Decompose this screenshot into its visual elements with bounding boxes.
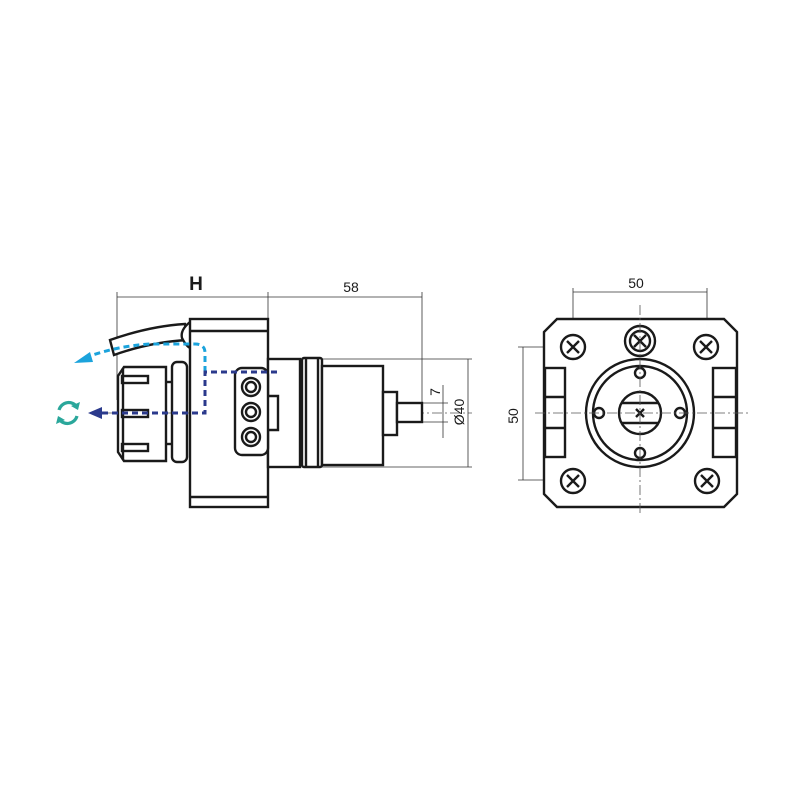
front-view: 50 50 bbox=[505, 275, 748, 514]
dim-height-label: 50 bbox=[505, 408, 521, 424]
coolant-arrow-internal bbox=[88, 407, 102, 419]
coolant-arrow-external bbox=[74, 352, 93, 363]
dim-diameter-label: Ø40 bbox=[451, 399, 467, 426]
side-blocks bbox=[543, 366, 738, 459]
shaft-step bbox=[381, 390, 399, 437]
dimension-shaft: 7 bbox=[422, 385, 448, 438]
dimension-diameter: Ø40 bbox=[322, 358, 472, 468]
side-view: H 58 Ø40 7 bbox=[56, 274, 472, 509]
coolant-path-internal bbox=[102, 370, 277, 415]
drive-cylinder bbox=[320, 364, 385, 467]
hose-fitting bbox=[180, 321, 191, 350]
notch bbox=[268, 394, 280, 432]
dim-shaft-label: 7 bbox=[427, 388, 443, 396]
drive-shaft bbox=[395, 401, 424, 424]
coolant-hose bbox=[108, 322, 190, 357]
dim-width-label: 50 bbox=[628, 275, 644, 291]
dim-h-label: H bbox=[189, 274, 203, 295]
dim-length-label: 58 bbox=[343, 279, 359, 295]
ports bbox=[240, 376, 262, 448]
coolant-path-external bbox=[89, 342, 207, 372]
rotation-icon bbox=[56, 400, 80, 426]
dimension-width: 50 bbox=[572, 275, 708, 345]
dimension-58: 58 bbox=[268, 279, 423, 420]
